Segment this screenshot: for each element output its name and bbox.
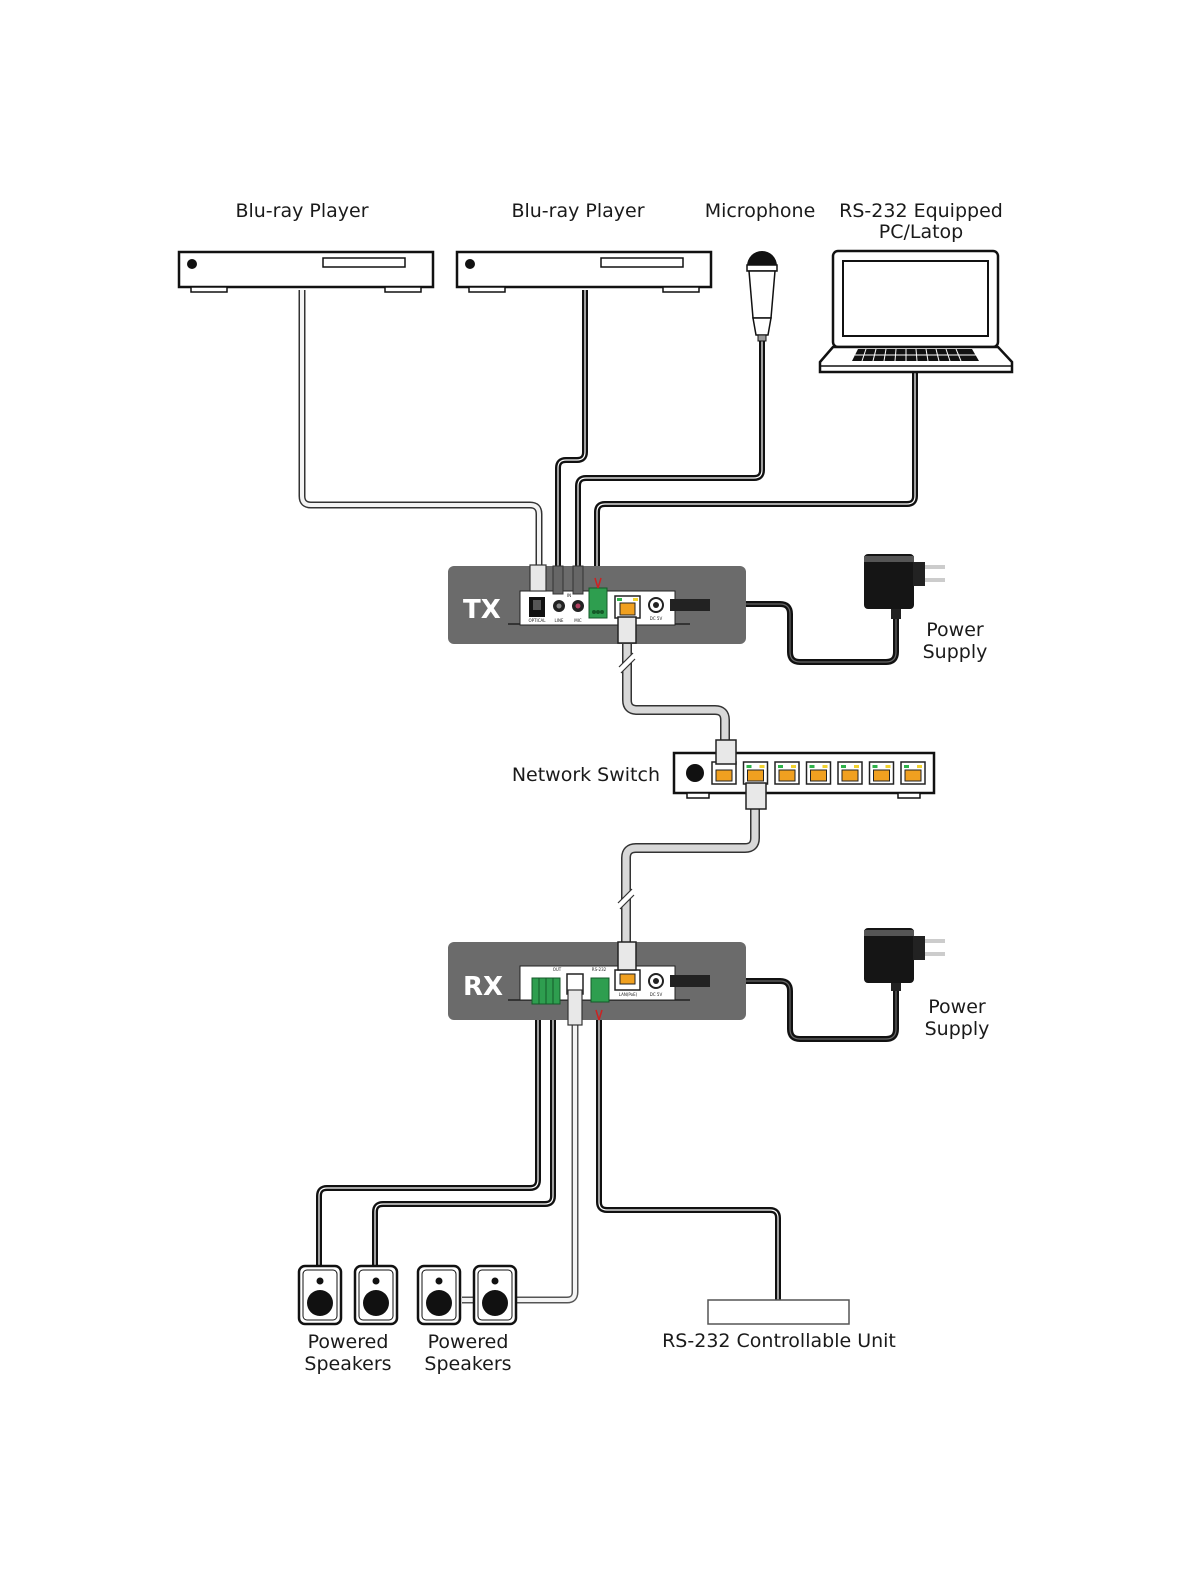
cable-switch-rx-ethernet [617,805,760,945]
cable-tx-switch-ethernet [618,642,730,745]
cable-tx-power [710,601,899,665]
rx-dc-port: DC 5V [648,973,664,997]
switch-port [868,761,895,785]
tx-optical-port: OPTICAL [529,597,547,623]
cable-rx-power [710,978,899,1042]
mic-plug [572,565,584,595]
svg-text:OPTICAL: OPTICAL [529,618,547,623]
switch-port [805,761,832,785]
tx-lan-port [614,595,641,619]
network-switch [672,739,936,810]
microphone-label: Microphone [705,200,816,222]
bluray-player-2 [455,250,713,293]
cable-bluray1-optical [298,290,543,565]
cable-bluray2-line [555,290,588,570]
bluray-player-1 [177,250,435,293]
tx-dc-plug [670,599,710,611]
power-supply-rx-icon [864,928,945,991]
tx-dc-port: DC 5V [648,597,664,621]
svg-text:LINE: LINE [555,618,564,623]
rs232-controllable-unit [707,1299,850,1325]
power-supply-tx-icon [864,554,945,619]
switch-uplink-plug [715,739,737,765]
cable-rx-rs232-unit [596,1020,781,1300]
rx-out-label: OUT [553,967,562,972]
psu-rx-label-line2: Supply [925,1018,990,1040]
tx-mic-port: MIC [572,600,584,623]
svg-text:DC 5V: DC 5V [650,616,663,621]
svg-text:MIC: MIC [574,618,582,623]
network-switch-label: Network Switch [512,764,660,786]
rx-rs232-terminal [590,977,610,1021]
psu-rx-label-line1: Power [928,996,986,1018]
rx-rs232-label: RS-232 [592,967,607,972]
psu-tx-label-line1: Power [926,619,984,641]
switch-port [774,761,800,785]
switch-port [742,761,769,785]
speakers1-label-line1: Powered [308,1331,389,1353]
line-plug [552,565,564,595]
bluray2-label: Blu-ray Player [511,200,644,222]
speakers2-label-line2: Speakers [424,1353,511,1375]
cable-microphone [575,340,765,570]
cable-rx-speakers2-optical [462,1025,579,1304]
tx-rs232-terminal [588,577,608,619]
speaker-icon [353,1264,399,1326]
speakers2-label-line1: Powered [428,1331,509,1353]
speakers-group [297,1264,518,1326]
rx-label: RX [463,972,503,1002]
switch-port [837,761,863,785]
switch-port [900,761,926,785]
rx-dc-plug [670,975,710,987]
optical-plug [529,564,547,592]
rx-audio-out-terminal [531,977,561,1005]
speaker-icon [297,1264,343,1326]
microphone-icon [746,251,778,342]
tx-ethernet-plug [617,616,637,644]
tx-label: TX [463,595,501,625]
cable-pc-rs232 [594,372,918,580]
cable-rx-speakers1 [316,1009,556,1268]
pc-label-line2: PC/Latop [879,221,964,243]
rs232-unit-label: RS-232 Controllable Unit [662,1330,896,1352]
speaker-icon [416,1264,462,1326]
tx-line-port: LINE [553,600,565,623]
rx-unit: RX OUT RS-232 LAN(PoE) DC 5V [448,941,746,1026]
speakers1-label-line2: Speakers [304,1353,391,1375]
switch-port [711,761,737,785]
rx-optical-port [566,973,584,1026]
psu-tx-label-line2: Supply [923,641,988,663]
speaker-icon [472,1264,518,1326]
rx-lan-port: LAN(PoE) [614,941,641,997]
laptop-icon [818,249,1014,374]
bluray1-label: Blu-ray Player [235,200,368,222]
svg-text:DC 5V: DC 5V [650,992,663,997]
pc-label-line1: RS-232 Equipped [839,200,1003,222]
tx-in-label: IN [567,593,571,598]
svg-text:LAN(PoE): LAN(PoE) [619,992,638,997]
tx-unit: TX OPTICAL IN LINE MIC [448,564,746,644]
switch-downlink-plug [745,782,767,810]
